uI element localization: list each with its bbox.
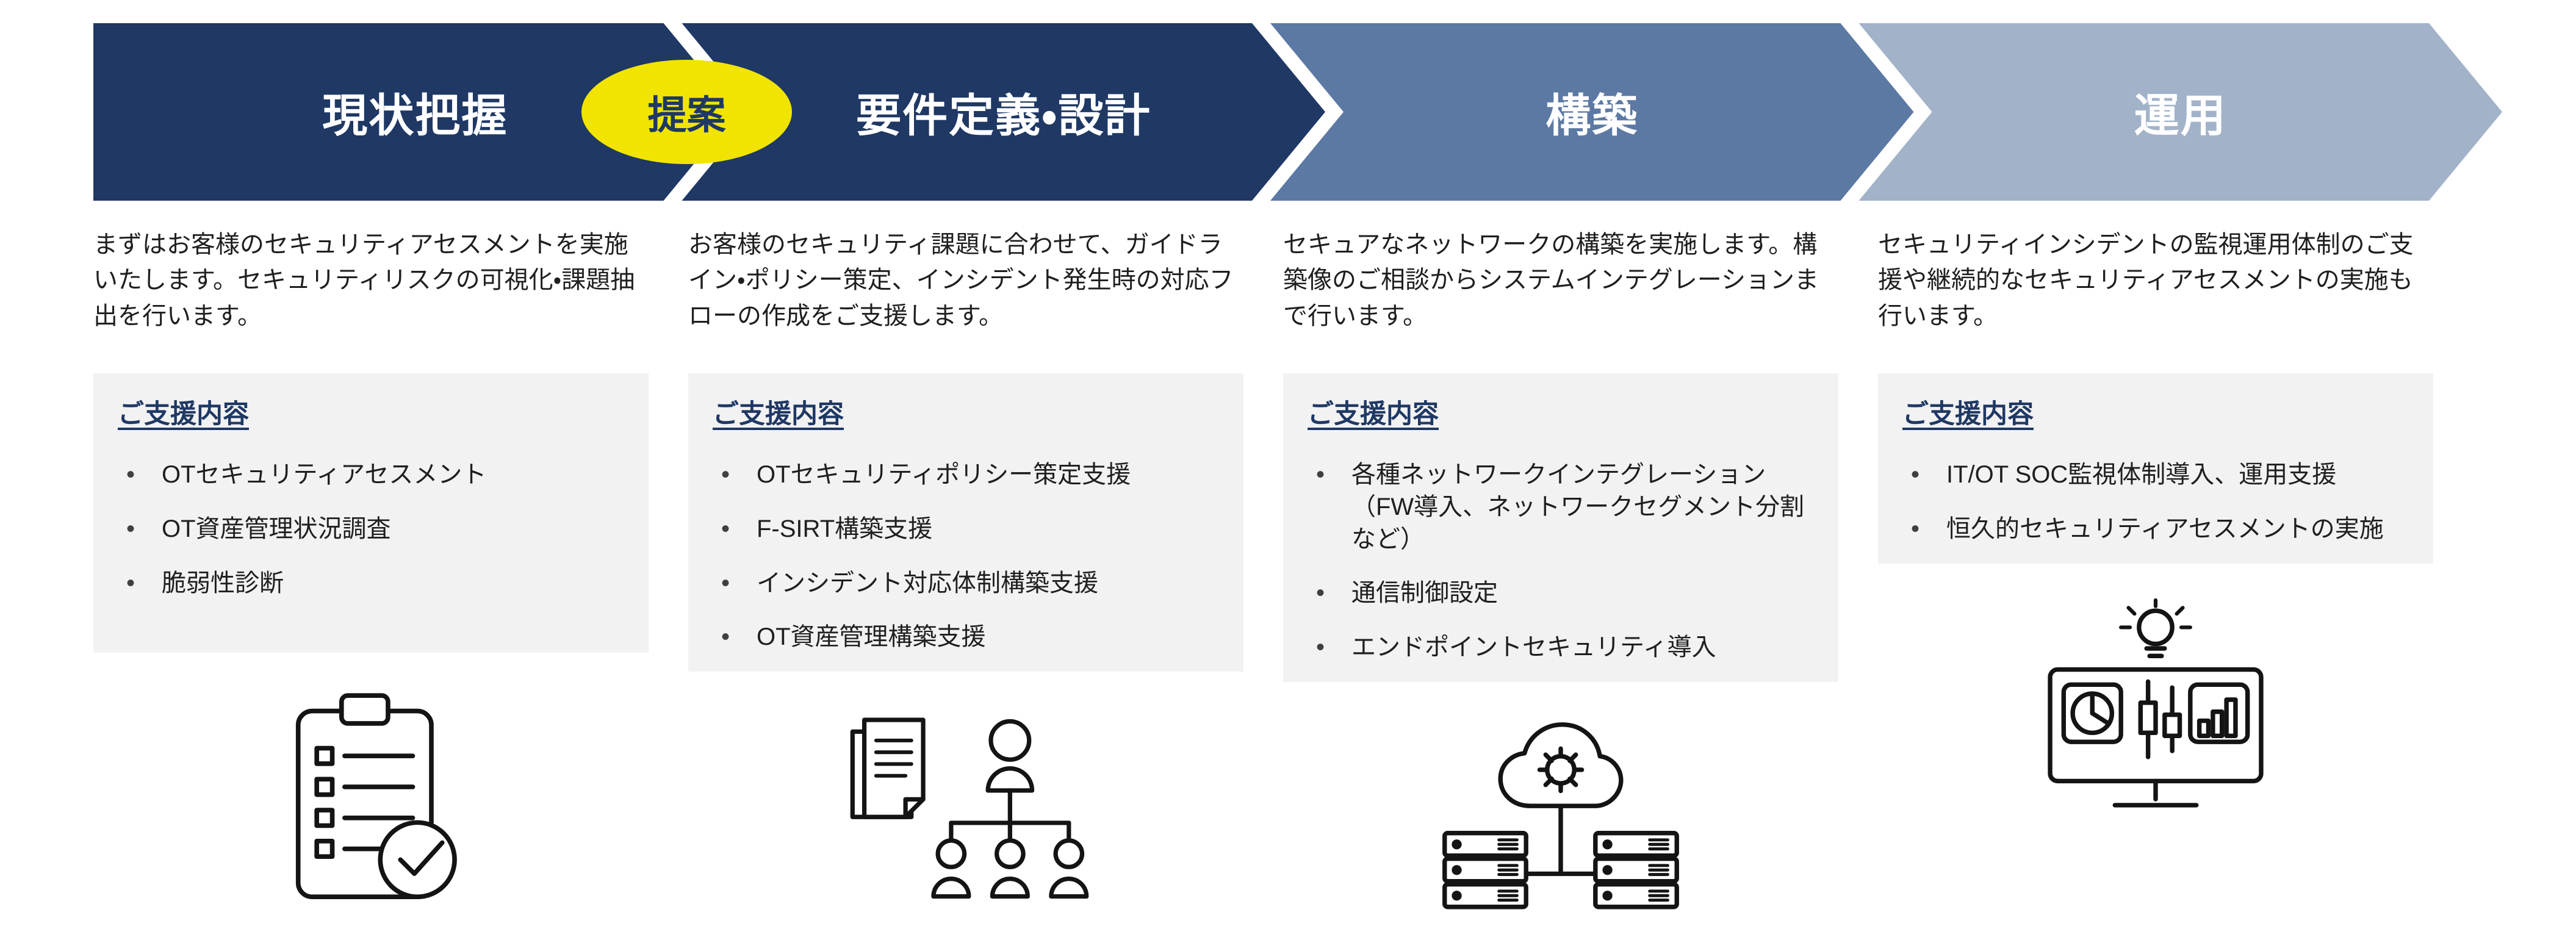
support-title: ご支援内容	[713, 400, 844, 429]
column-current-state: まずはお客様のセキュリティアセスメントを実施いたします。セキュリティリスクの可視…	[93, 227, 649, 942]
support-item-list: IT/OT SOC監視体制導入、運用支援 恒久的セキュリティアセスメントの実施	[1902, 459, 2409, 545]
support-box: ご支援内容 各種ネットワークインテグレーション（FW導入、ネットワークセグメント…	[1283, 373, 1838, 682]
column-operation: セキュリティインシデントの監視運用体制のご支援や継続的なセキュリティアセスメント…	[1878, 227, 2433, 942]
stage-label-requirements-design: 要件定義・設計	[856, 90, 1151, 141]
cloud-server-network-icon	[1283, 716, 1838, 942]
support-item-list: 各種ネットワークインテグレーション（FW導入、ネットワークセグメント分割など） …	[1308, 459, 1814, 664]
support-item: OTセキュリティアセスメント	[126, 459, 624, 491]
process-stage-band: 現状把握 要件定義・設計 構築 運用 提案	[93, 23, 2502, 201]
support-title: ご支援内容	[1308, 400, 1439, 429]
support-item: 恒久的セキュリティアセスメントの実施	[1911, 513, 2409, 545]
clipboard-checklist-icon	[93, 686, 649, 911]
stage-label-operation: 運用	[2134, 90, 2227, 141]
support-box: ご支援内容 IT/OT SOC監視体制導入、運用支援 恒久的セキュリティアセスメ…	[1878, 373, 2433, 564]
support-item-list: OTセキュリティポリシー策定支援 F-SIRT構築支援 インシデント対応体制構築…	[713, 459, 1219, 653]
support-item: OT資産管理状況調査	[126, 513, 624, 545]
stage-chevron-build: 構築	[1270, 23, 1914, 201]
support-item: 通信制御設定	[1316, 577, 1814, 609]
support-item: エンドポイントセキュリティ導入	[1316, 631, 1814, 664]
clipboard-checklist-icon-svg	[295, 693, 457, 900]
stage-description: お客様のセキュリティ課題に合わせて、ガイドライン・ポリシー策定、インシデント発生…	[688, 231, 1234, 329]
support-box: ご支援内容 OTセキュリティアセスメント OT資産管理状況調査 脆弱性診断	[93, 373, 649, 653]
monitoring-dashboard-icon-svg	[2048, 598, 2264, 808]
stage-detail-columns: まずはお客様のセキュリティアセスメントを実施いたします。セキュリティリスクの可視…	[93, 227, 2433, 942]
support-item-list: OTセキュリティアセスメント OT資産管理状況調査 脆弱性診断	[118, 459, 624, 599]
support-item: IT/OT SOC監視体制導入、運用支援	[1911, 459, 2409, 491]
policy-orgchart-icon	[688, 705, 1243, 911]
monitoring-dashboard-icon	[1878, 597, 2433, 838]
support-item: 各種ネットワークインテグレーション（FW導入、ネットワークセグメント分割など）	[1316, 459, 1814, 555]
support-title: ご支援内容	[1902, 400, 2034, 429]
support-item: F-SIRT構築支援	[721, 513, 1219, 545]
support-title: ご支援内容	[118, 400, 249, 429]
column-requirements-design: お客様のセキュリティ課題に合わせて、ガイドライン・ポリシー策定、インシデント発生…	[688, 227, 1243, 942]
support-item: OT資産管理構築支援	[721, 621, 1219, 653]
stage-description: セキュリティインシデントの監視運用体制のご支援や継続的なセキュリティアセスメント…	[1878, 231, 2414, 329]
support-box: ご支援内容 OTセキュリティポリシー策定支援 F-SIRT構築支援 インシデント…	[688, 373, 1243, 672]
support-item: OTセキュリティポリシー策定支援	[721, 459, 1219, 491]
proposal-badge-label: 提案	[647, 93, 726, 137]
support-item: インシデント対応体制構築支援	[721, 567, 1219, 600]
proposal-badge: 提案	[581, 60, 792, 164]
column-build: セキュアなネットワークの構築を実施します。構築像のご相談からシステムインテグレー…	[1283, 227, 1838, 942]
stage-description: まずはお客様のセキュリティアセスメントを実施いたします。セキュリティリスクの可視…	[93, 231, 635, 329]
support-item: 脆弱性診断	[126, 567, 624, 600]
stage-chevron-operation: 運用	[1859, 23, 2503, 201]
stage-label-current-state: 現状把握	[322, 90, 508, 141]
policy-orgchart-icon-svg	[850, 717, 1089, 899]
stage-label-build: 構築	[1545, 90, 1639, 141]
cloud-server-network-icon-svg	[1442, 722, 1679, 910]
stage-description: セキュアなネットワークの構築を実施します。構築像のご相談からシステムインテグレー…	[1283, 231, 1819, 329]
